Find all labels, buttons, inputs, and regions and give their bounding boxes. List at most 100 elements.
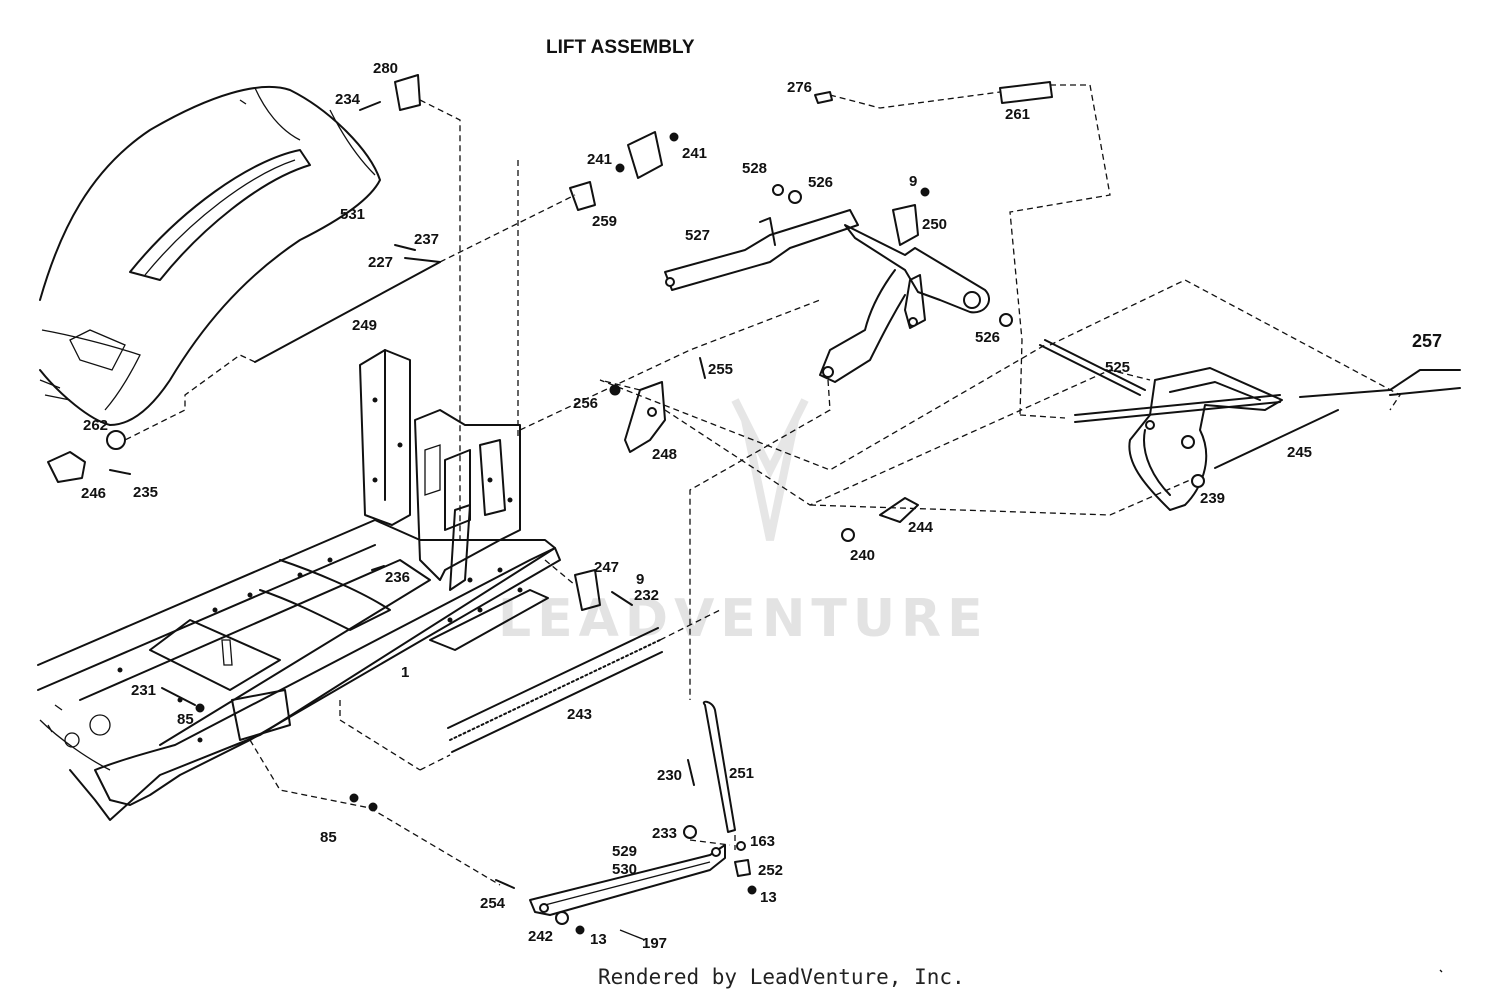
small-parts: [47, 74, 1339, 935]
label-259: 259: [592, 213, 617, 230]
label-230: 230: [657, 767, 682, 784]
part-227-pin[interactable]: [394, 244, 416, 251]
part-526-bushing-b[interactable]: [999, 313, 1013, 327]
label-235: 235: [133, 484, 158, 501]
part-241-plate[interactable]: [627, 131, 663, 179]
label-242: 242: [528, 928, 553, 945]
label-9a: 9: [909, 173, 917, 190]
part-252-clip[interactable]: [734, 859, 751, 877]
label-236: 236: [385, 569, 410, 586]
label-85a: 85: [177, 711, 194, 728]
diagram-title: LIFT ASSEMBLY: [546, 37, 695, 58]
label-251: 251: [729, 765, 754, 782]
part-248-plate[interactable]: [624, 381, 666, 453]
label-247: 247: [594, 559, 619, 576]
part-531-hood[interactable]: [39, 86, 381, 426]
label-leaders: [619, 929, 1443, 973]
part-235-pin[interactable]: [109, 469, 131, 475]
part-280-clip[interactable]: [394, 74, 421, 111]
part-242-washer[interactable]: [555, 911, 569, 925]
part-241-nut-a[interactable]: [615, 163, 625, 173]
part-1-frame[interactable]: [37, 519, 561, 821]
part-261-grip[interactable]: [999, 81, 1053, 104]
label-250: 250: [922, 216, 947, 233]
part-237-pin[interactable]: [404, 257, 441, 263]
part-243-spring[interactable]: [447, 627, 663, 753]
part-251-lever[interactable]: [702, 700, 736, 833]
label-262: 262: [83, 417, 108, 434]
label-276: 276: [787, 79, 812, 96]
part-13-nut-b[interactable]: [575, 925, 585, 935]
label-232: 232: [634, 587, 659, 604]
leader-lines: [124, 84, 1401, 886]
label-233: 233: [652, 825, 677, 842]
part-527-lift-shaft[interactable]: [664, 209, 990, 383]
label-530: 530: [612, 861, 637, 878]
part-163-bushing[interactable]: [736, 841, 746, 851]
label-527: 527: [685, 227, 710, 244]
part-526-bushing-a[interactable]: [788, 190, 802, 204]
part-234-pin[interactable]: [359, 101, 381, 111]
part-255-spring[interactable]: [699, 357, 706, 379]
watermark-text: LEADVENTURE: [498, 589, 989, 649]
part-525-seat-bracket[interactable]: [1039, 339, 1283, 511]
part-240-bushing[interactable]: [841, 528, 855, 542]
label-163: 163: [750, 833, 775, 850]
label-255: 255: [708, 361, 733, 378]
label-526b: 526: [975, 329, 1000, 346]
part-276-pin[interactable]: [814, 91, 833, 104]
part-254-pin[interactable]: [495, 879, 515, 889]
label-237: 237: [414, 231, 439, 248]
label-529: 529: [612, 843, 637, 860]
part-262-bushing[interactable]: [106, 430, 126, 450]
label-85b: 85: [320, 829, 337, 846]
label-244: 244: [908, 519, 934, 536]
label-1: 1: [401, 664, 409, 681]
part-13-nut-a[interactable]: [747, 885, 757, 895]
part-232-bolt[interactable]: [611, 591, 633, 606]
label-528: 528: [742, 160, 767, 177]
label-525: 525: [1105, 359, 1130, 376]
part-236-bolt[interactable]: [371, 565, 385, 571]
callout-labels: 280 234 531 237 227 249 262 246 235 241 …: [81, 60, 1442, 952]
label-245: 245: [1287, 444, 1312, 461]
label-254: 254: [480, 895, 506, 912]
part-257-rod[interactable]: [1299, 369, 1461, 398]
part-245-rod[interactable]: [1214, 409, 1339, 469]
label-9b: 9: [636, 571, 644, 588]
label-249: 249: [352, 317, 377, 334]
label-243: 243: [567, 706, 592, 723]
part-259-bushing[interactable]: [569, 181, 596, 211]
label-13a: 13: [760, 889, 777, 906]
part-231-bolt[interactable]: [161, 687, 196, 706]
label-241b: 241: [682, 145, 707, 162]
part-246-knob[interactable]: [47, 451, 86, 483]
label-234: 234: [335, 91, 361, 108]
watermark: LEADVENTURE: [498, 398, 989, 649]
part-9-nut-a[interactable]: [920, 187, 930, 197]
label-241a: 241: [587, 151, 612, 168]
part-244-clip[interactable]: [879, 497, 919, 523]
label-240: 240: [850, 547, 875, 564]
part-250-bracket[interactable]: [892, 204, 919, 246]
part-528-washer[interactable]: [772, 184, 784, 196]
label-197: 197: [642, 935, 667, 952]
label-261: 261: [1005, 106, 1030, 123]
part-197-link[interactable]: [529, 844, 726, 916]
part-230-pin[interactable]: [687, 759, 695, 786]
label-231: 231: [131, 682, 156, 699]
part-85-nut-b[interactable]: [349, 793, 359, 803]
part-85-nut-a[interactable]: [195, 703, 205, 713]
part-247-bracket[interactable]: [574, 569, 601, 611]
part-239-bushing[interactable]: [1191, 474, 1205, 488]
label-257: 257: [1412, 331, 1442, 351]
part-233-washer[interactable]: [683, 825, 697, 839]
part-249-rod[interactable]: [254, 261, 441, 363]
label-13b: 13: [590, 931, 607, 948]
footer-credit: Rendered by LeadVenture, Inc.: [598, 965, 965, 989]
lift-bracket: [359, 349, 521, 591]
label-227: 227: [368, 254, 393, 271]
part-241-nut-b[interactable]: [669, 132, 679, 142]
